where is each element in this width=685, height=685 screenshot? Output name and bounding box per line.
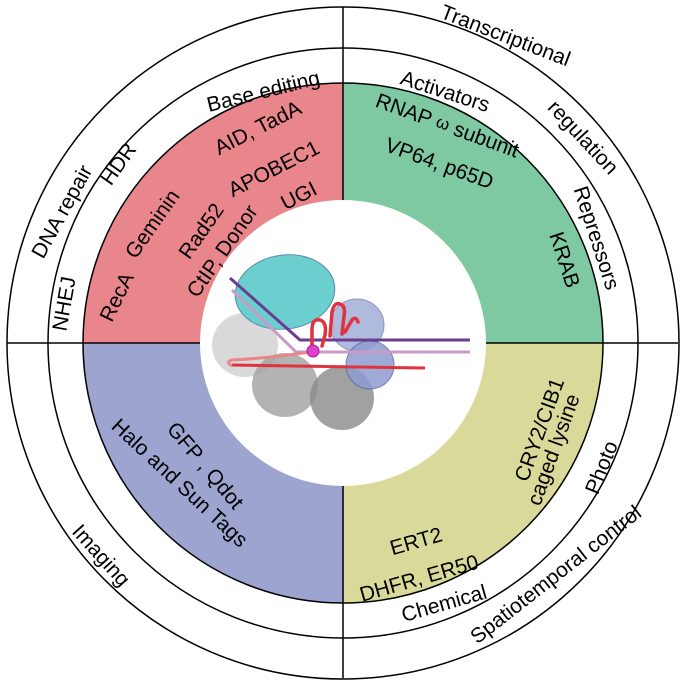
dna-strand-red: [231, 363, 426, 370]
rna-tail: [227, 350, 311, 368]
cas9-complex-illustration: [212, 254, 470, 430]
dna-strand-pink: [230, 288, 470, 354]
blue-domain-2: [345, 340, 395, 390]
dna-strand-purple: [229, 276, 470, 342]
teal-domain: [234, 254, 336, 330]
magenta-dot: [306, 344, 320, 358]
guide-rna-loop: [310, 301, 360, 352]
grey-domain-2: [252, 353, 318, 417]
